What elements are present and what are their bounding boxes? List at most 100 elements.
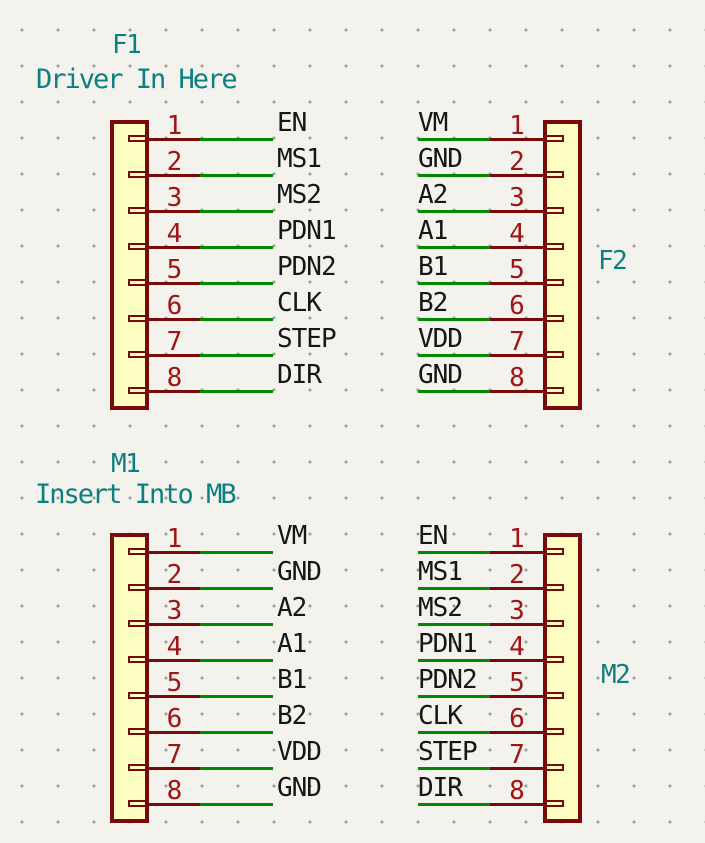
wire[interactable] xyxy=(200,354,273,357)
pin-line[interactable] xyxy=(149,318,200,321)
pin-line[interactable] xyxy=(149,731,200,734)
pin-line[interactable] xyxy=(149,803,200,806)
net-label[interactable]: CLK xyxy=(277,288,322,318)
pin-line[interactable] xyxy=(490,174,544,177)
net-label[interactable]: B1 xyxy=(277,665,307,695)
wire[interactable] xyxy=(200,587,273,590)
wire[interactable] xyxy=(418,731,490,734)
wire[interactable] xyxy=(418,318,490,321)
net-label[interactable]: PDN1 xyxy=(418,629,478,659)
pin-line[interactable] xyxy=(149,138,200,141)
pin-line[interactable] xyxy=(490,138,544,141)
pin-line[interactable] xyxy=(490,803,544,806)
wire[interactable] xyxy=(200,318,273,321)
wire[interactable] xyxy=(418,623,490,626)
wire[interactable] xyxy=(200,731,273,734)
net-label[interactable]: EN xyxy=(277,108,307,138)
wire[interactable] xyxy=(418,210,490,213)
pin-line[interactable] xyxy=(490,587,544,590)
pin-line[interactable] xyxy=(149,551,200,554)
wire[interactable] xyxy=(200,138,273,141)
pin-line[interactable] xyxy=(490,210,544,213)
pin-line[interactable] xyxy=(490,731,544,734)
net-label[interactable]: STEP xyxy=(277,324,337,354)
wire[interactable] xyxy=(418,551,490,554)
pin-line[interactable] xyxy=(490,695,544,698)
connector-body[interactable] xyxy=(110,120,149,410)
pin-line[interactable] xyxy=(149,174,200,177)
pin-line[interactable] xyxy=(149,282,200,285)
wire[interactable] xyxy=(200,390,273,393)
connector-caption[interactable]: Insert Into MB xyxy=(35,479,237,510)
reference-designator[interactable]: F2 xyxy=(598,246,628,276)
wire[interactable] xyxy=(418,174,490,177)
net-label[interactable]: MS1 xyxy=(277,144,322,174)
wire[interactable] xyxy=(200,659,273,662)
pin-line[interactable] xyxy=(149,210,200,213)
connector-body[interactable] xyxy=(543,120,582,410)
reference-designator[interactable]: M1 xyxy=(111,449,141,479)
pin-line[interactable] xyxy=(490,282,544,285)
wire[interactable] xyxy=(418,767,490,770)
net-label[interactable]: EN xyxy=(418,521,448,551)
net-label[interactable]: DIR xyxy=(277,360,322,390)
pin-line[interactable] xyxy=(490,623,544,626)
pin-line[interactable] xyxy=(490,659,544,662)
net-label[interactable]: A2 xyxy=(277,593,307,623)
net-label[interactable]: PDN2 xyxy=(277,252,337,282)
net-label[interactable]: B1 xyxy=(418,252,448,282)
wire[interactable] xyxy=(418,390,490,393)
net-label[interactable]: GND xyxy=(418,144,463,174)
pin-line[interactable] xyxy=(149,390,200,393)
wire[interactable] xyxy=(200,623,273,626)
net-label[interactable]: GND xyxy=(277,773,322,803)
net-label[interactable]: DIR xyxy=(418,773,463,803)
net-label[interactable]: VDD xyxy=(418,324,463,354)
wire[interactable] xyxy=(418,695,490,698)
net-label[interactable]: CLK xyxy=(418,701,463,731)
net-label[interactable]: B2 xyxy=(277,701,307,731)
pin-line[interactable] xyxy=(490,390,544,393)
wire[interactable] xyxy=(200,803,273,806)
pin-line[interactable] xyxy=(490,551,544,554)
wire[interactable] xyxy=(418,246,490,249)
pin-line[interactable] xyxy=(149,587,200,590)
net-label[interactable]: VM xyxy=(277,521,307,551)
wire[interactable] xyxy=(200,210,273,213)
pin-line[interactable] xyxy=(490,354,544,357)
net-label[interactable]: GND xyxy=(418,360,463,390)
pin-line[interactable] xyxy=(490,767,544,770)
wire[interactable] xyxy=(200,246,273,249)
net-label[interactable]: A2 xyxy=(418,180,448,210)
pin-line[interactable] xyxy=(149,354,200,357)
pin-line[interactable] xyxy=(149,767,200,770)
wire[interactable] xyxy=(200,767,273,770)
pin-line[interactable] xyxy=(149,695,200,698)
wire[interactable] xyxy=(418,659,490,662)
wire[interactable] xyxy=(418,354,490,357)
pin-line[interactable] xyxy=(149,659,200,662)
net-label[interactable]: B2 xyxy=(418,288,448,318)
net-label[interactable]: GND xyxy=(277,557,322,587)
reference-designator[interactable]: F1 xyxy=(112,30,142,60)
wire[interactable] xyxy=(418,803,490,806)
wire[interactable] xyxy=(200,282,273,285)
net-label[interactable]: VM xyxy=(418,108,448,138)
pin-line[interactable] xyxy=(149,623,200,626)
net-label[interactable]: MS2 xyxy=(418,593,463,623)
net-label[interactable]: A1 xyxy=(418,216,448,246)
wire[interactable] xyxy=(418,282,490,285)
wire[interactable] xyxy=(200,695,273,698)
reference-designator[interactable]: M2 xyxy=(601,660,631,690)
pin-line[interactable] xyxy=(490,318,544,321)
pin-line[interactable] xyxy=(490,246,544,249)
net-label[interactable]: MS1 xyxy=(418,557,463,587)
net-label[interactable]: A1 xyxy=(277,629,307,659)
net-label[interactable]: PDN1 xyxy=(277,216,337,246)
net-label[interactable]: PDN2 xyxy=(418,665,478,695)
connector-caption[interactable]: Driver In Here xyxy=(36,64,238,95)
connector-body[interactable] xyxy=(543,533,582,823)
wire[interactable] xyxy=(200,174,273,177)
wire[interactable] xyxy=(200,551,273,554)
pin-line[interactable] xyxy=(149,246,200,249)
